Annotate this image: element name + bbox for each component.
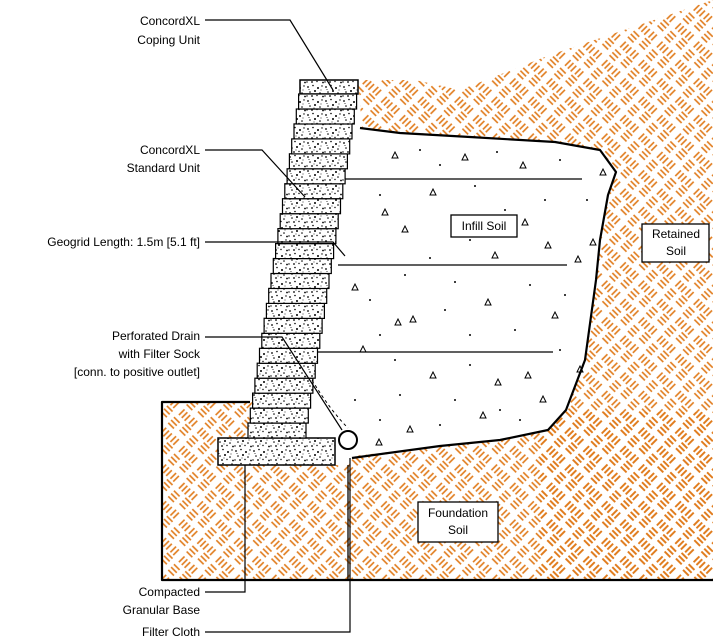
standard-unit [279,213,339,230]
coping-unit [299,79,359,95]
perforated-drain-callout: Perforated Drain with Filter Sock [conn.… [74,329,343,431]
svg-text:Coping Unit: Coping Unit [137,33,200,47]
standard-unit [263,317,323,334]
foundation-soil-label: Foundation Soil [417,501,499,543]
standard-unit [288,153,348,170]
standard-unit [281,198,342,215]
svg-text:Foundation: Foundation [428,506,488,520]
standard-unit [261,332,321,349]
coping-unit-callout: ConcordXL Coping Unit [137,14,334,91]
foundation-outline [160,400,713,582]
standard-unit [270,272,330,290]
geogrid-length-callout: Geogrid Length: 1.5m [5.1 ft] [47,235,346,257]
standard-unit [258,347,319,364]
infill-aggregate [351,150,607,446]
standard-unit [286,168,346,185]
svg-text:ConcordXL: ConcordXL [140,14,200,28]
foundation-soil-area [162,402,713,580]
svg-text:[conn. to positive outlet]: [conn. to positive outlet] [74,365,200,379]
svg-text:Granular Base: Granular Base [123,603,201,617]
standard-unit [268,287,328,304]
svg-text:Standard Unit: Standard Unit [127,161,201,175]
standard-unit [249,407,309,424]
retained-soil-label: Retained Soil [641,223,710,263]
svg-text:Soil: Soil [448,523,468,537]
standard-unit [277,228,337,245]
standard-unit [298,93,358,110]
svg-text:Soil: Soil [666,244,686,258]
standard-unit [252,392,312,409]
standard-unit [272,257,332,275]
compacted-granular-base [217,437,336,466]
standard-unit-callout: ConcordXL Standard Unit [127,143,306,198]
svg-text:with Filter Sock: with Filter Sock [118,347,201,361]
standard-unit [265,302,325,319]
svg-text:Filter Cloth: Filter Cloth [142,625,200,639]
svg-text:Compacted: Compacted [139,585,200,599]
infill-boundary [351,126,618,460]
standard-unit [284,183,344,200]
svg-text:Infill Soil: Infill Soil [462,219,507,233]
standard-unit [254,377,314,394]
compacted-base-callout: Compacted Granular Base [123,465,246,617]
standard-unit [275,243,335,260]
infill-dots [354,149,588,426]
infill-soil-area [300,128,616,456]
svg-text:Retained: Retained [652,227,700,241]
wall-blocks [247,79,359,439]
svg-text:ConcordXL: ConcordXL [140,143,200,157]
standard-unit [295,108,355,125]
filter-cloth-line [311,379,349,429]
svg-text:Geogrid Length: 1.5m [5.1 ft]: Geogrid Length: 1.5m [5.1 ft] [47,235,200,249]
filter-cloth-callout: Filter Cloth [142,458,351,639]
standard-unit [247,422,307,439]
svg-text:Perforated Drain: Perforated Drain [112,329,200,343]
infill-soil-label: Infill Soil [450,214,518,238]
standard-unit [293,123,353,140]
standard-unit [291,138,351,155]
geogrid-layers [312,178,582,353]
perforated-drain-pipe [338,430,358,450]
